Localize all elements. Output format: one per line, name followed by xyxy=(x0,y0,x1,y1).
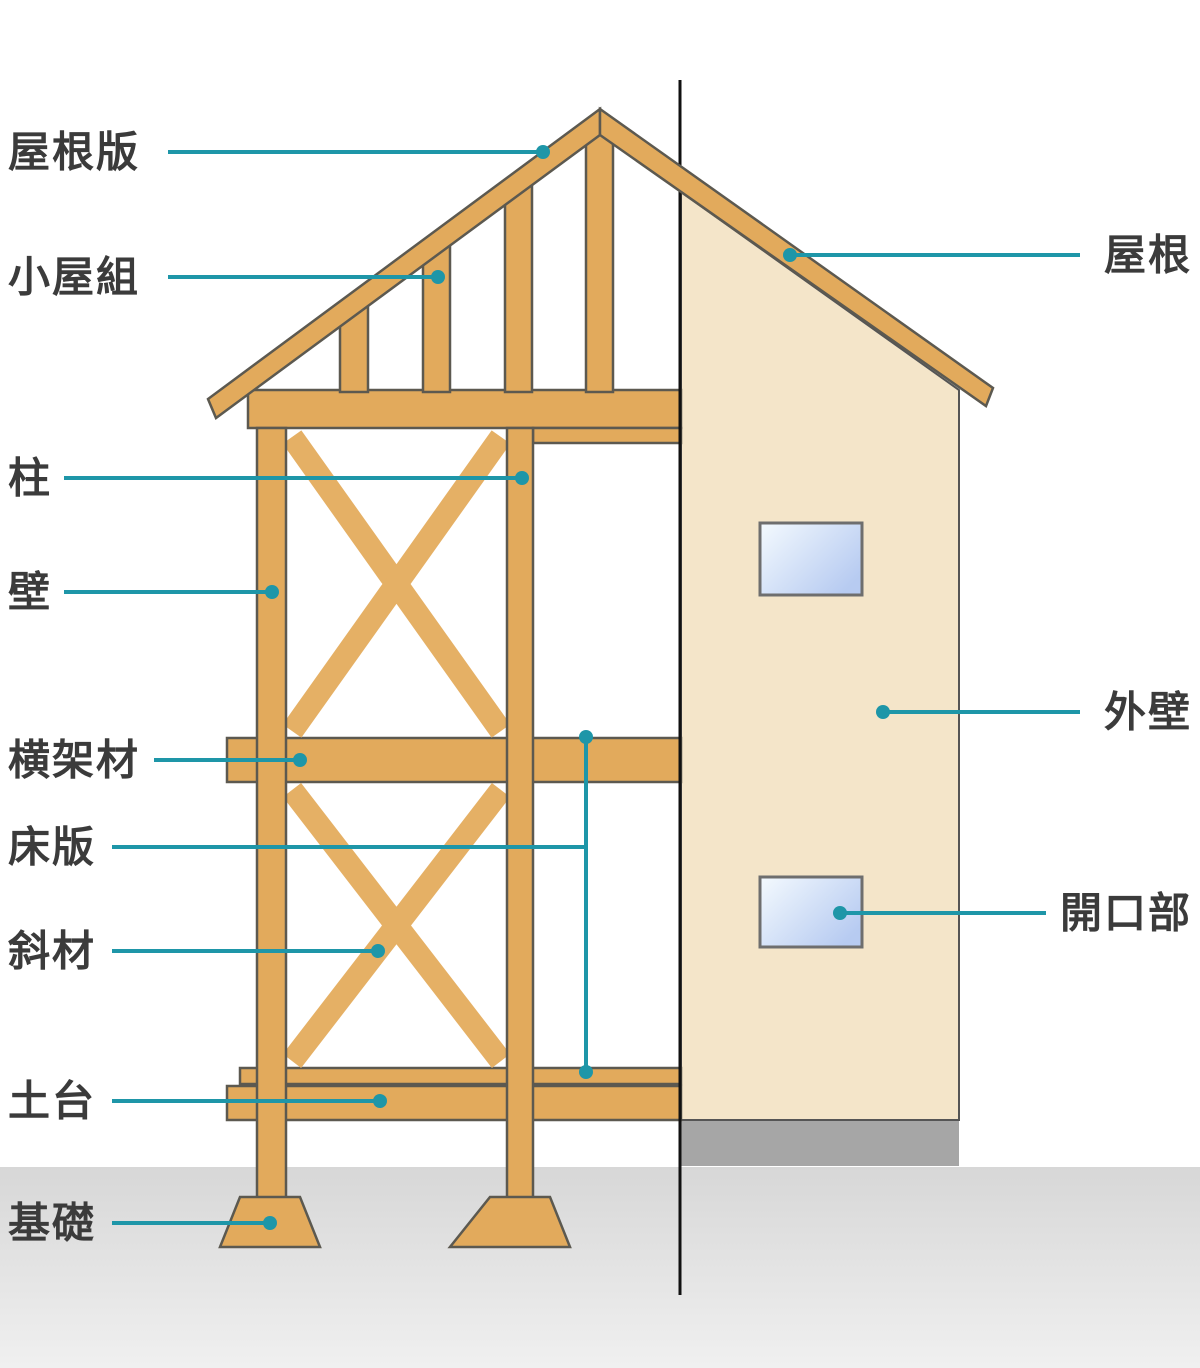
leader-dot-kaikoubu xyxy=(833,906,847,920)
x-brace-lower-right-leg xyxy=(282,782,511,1069)
label-dodai: 土台 xyxy=(8,1078,96,1125)
pillar-middle xyxy=(505,426,535,1200)
leader-dot-kiso xyxy=(263,1216,277,1230)
leader-dot-kabe xyxy=(265,585,279,599)
leader-dot-shouban-bottom xyxy=(579,1065,593,1079)
label-koyagumi: 小屋組 xyxy=(8,254,140,301)
leader-dot-dodai xyxy=(373,1094,387,1108)
leader-dot-shazai xyxy=(371,944,385,958)
exterior-wall xyxy=(680,190,960,1121)
label-kabe: 壁 xyxy=(8,569,52,616)
leader-dot-gaiheki xyxy=(876,705,890,719)
leader-dot-hashira xyxy=(515,471,529,485)
gable-stud-2 xyxy=(421,244,452,394)
label-oukazai: 横架材 xyxy=(8,737,140,784)
leader-dot-shouban-top xyxy=(579,730,593,744)
label-hashira: 柱 xyxy=(8,455,52,502)
gable-stud-3 xyxy=(503,183,534,394)
foundation-base-strip xyxy=(681,1120,959,1166)
ceiling-board-strip xyxy=(531,426,683,445)
floor-board-first xyxy=(238,1066,683,1086)
window-upper xyxy=(758,521,864,597)
label-kaikoubu: 開口部 xyxy=(1060,890,1192,937)
label-shazai: 斜材 xyxy=(8,928,96,975)
label-yaneban: 屋根版 xyxy=(8,129,140,176)
pillar-left xyxy=(255,426,288,1200)
leader-dot-koyagumi xyxy=(431,270,445,284)
footing-right xyxy=(447,1195,572,1249)
label-yane: 屋根 xyxy=(1104,232,1192,279)
label-kiso: 基礎 xyxy=(8,1200,96,1247)
leader-dot-oukazai xyxy=(293,753,307,767)
top-plate-beam xyxy=(246,388,683,430)
ground xyxy=(0,1167,1200,1368)
label-gaiheki: 外壁 xyxy=(1104,689,1192,736)
x-brace-upper-right-leg xyxy=(282,430,511,738)
leader-dot-yane xyxy=(783,248,797,262)
label-shouban: 床版 xyxy=(8,824,96,871)
gable-stud-4 xyxy=(584,128,615,394)
leader-dot-yaneban xyxy=(536,145,550,159)
gable-stud-1 xyxy=(338,305,370,394)
